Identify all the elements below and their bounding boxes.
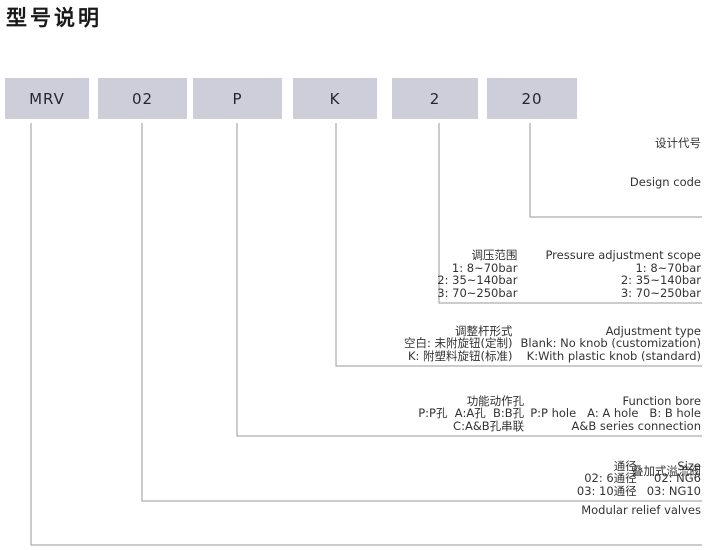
page-title: 型号说明: [6, 6, 102, 30]
pressure-option-1-en: 1: 8~70bar: [635, 260, 701, 275]
size-03-en: 03: NG10: [646, 484, 701, 499]
adjustment-k-en: K:With plastic knob (standard): [526, 349, 701, 364]
series-name-cn: 叠加式溢流阀: [632, 464, 701, 479]
model-box-size: 02: [98, 78, 187, 119]
pressure-option-1-cn: 1: 8~70bar: [451, 260, 518, 275]
function-c-en: A&B series connection: [571, 419, 701, 434]
adjustment-header-cn: 调整杆形式: [455, 323, 513, 338]
pressure-option-2-en: 2: 35~140bar: [620, 273, 701, 288]
annotation-adjustment-type: 调整杆形式 Adjustment type 空白: 未附旋钮(定制) Blank…: [404, 323, 701, 364]
annotation-series-name: 叠加式溢流阀 Modular relief valves: [581, 440, 701, 542]
model-box-adjustment: K: [293, 78, 377, 119]
annotation-design-code: 设计代号 Design code: [630, 112, 701, 214]
pressure-option-2-cn: 2: 35~140bar: [437, 273, 518, 288]
function-pab-cn: P:P孔 A:A孔 B:B孔: [418, 406, 525, 421]
model-box-mrv: MRV: [5, 78, 89, 119]
function-header-en: Function bore: [622, 393, 701, 408]
size-02-cn: 02: 6通径: [584, 471, 637, 486]
size-header-cn: 通径: [613, 458, 637, 473]
size-02-en: 02: NG6: [654, 471, 701, 486]
function-pab-en: P:P hole A: A hole B: B hole: [530, 406, 701, 421]
adjustment-header-en: Adjustment type: [605, 323, 701, 338]
annotation-pressure-scope: 调压范围 Pressure adjustment scope 1: 8~70ba…: [437, 249, 701, 300]
adjustment-k-cn: K: 附塑料旋钮(标准): [407, 349, 513, 364]
pressure-option-3-en: 3: 70~250bar: [620, 286, 701, 301]
pressure-header-en: Pressure adjustment scope: [545, 247, 701, 262]
function-c-cn: C:A&B孔串联: [453, 419, 525, 434]
size-header-en: Size: [677, 458, 701, 473]
adjustment-blank-cn: 空白: 未附旋钮(定制): [404, 336, 513, 351]
design-code-en: Design code: [629, 174, 701, 189]
model-box-function: P: [193, 78, 282, 119]
model-box-pressure: 2: [392, 78, 478, 119]
function-header-cn: 功能动作孔: [466, 393, 525, 408]
pressure-option-3-cn: 3: 70~250bar: [437, 286, 518, 301]
annotation-function-bore: 功能动作孔 Function bore P:P孔 A:A孔 B:B孔 P:P h…: [418, 393, 701, 434]
pressure-header-cn: 调压范围: [471, 247, 518, 262]
design-code-cn: 设计代号: [655, 136, 701, 151]
annotation-size: 通径 Size 02: 6通径 02: NG6 03: 10通径 03: NG1…: [576, 458, 701, 499]
size-03-cn: 03: 10通径: [576, 484, 637, 499]
model-box-design-code: 20: [487, 78, 577, 119]
adjustment-blank-en: Blank: No knob (customization): [520, 336, 701, 351]
series-name-en: Modular relief valves: [581, 502, 701, 517]
